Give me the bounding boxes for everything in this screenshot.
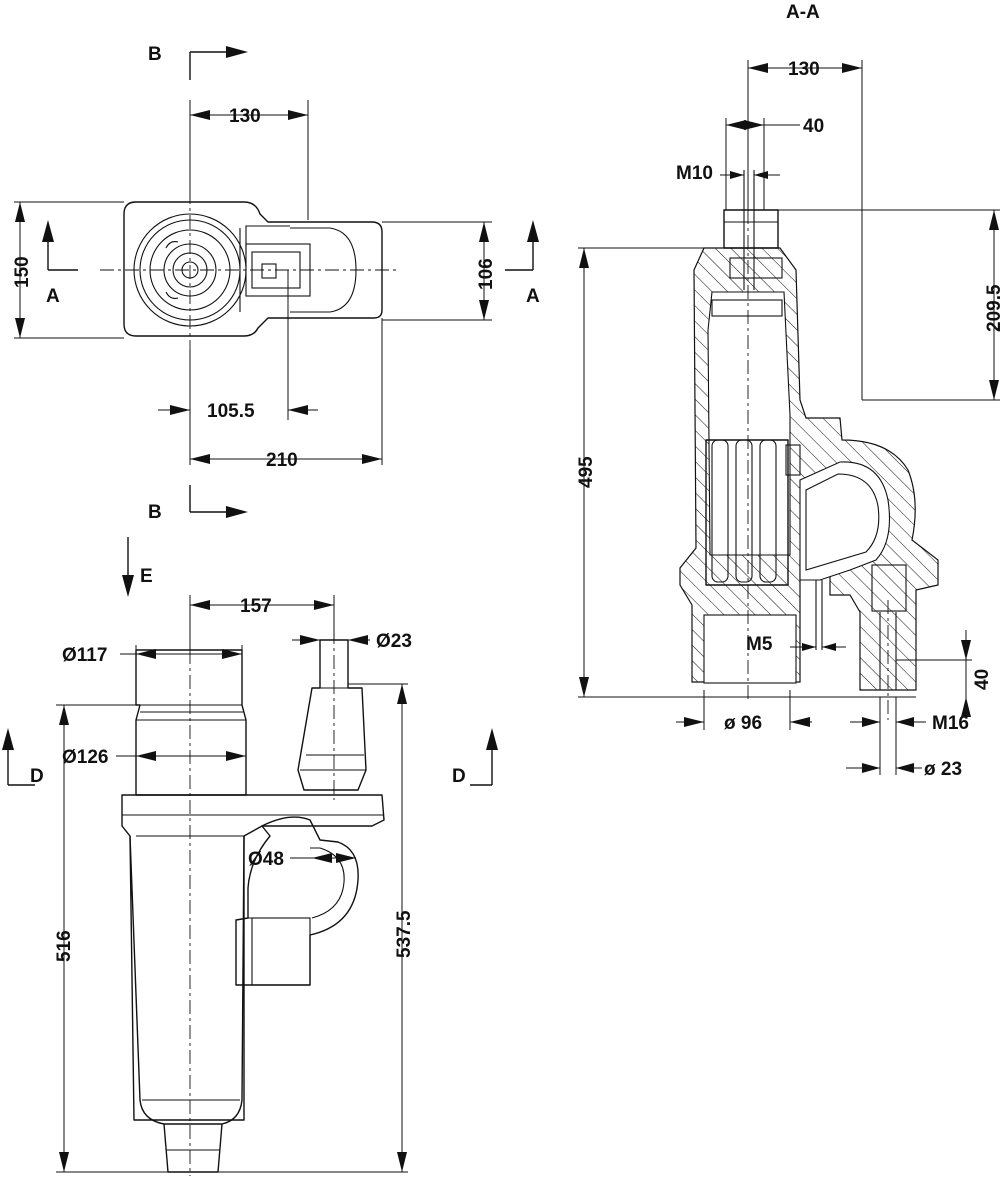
dim-top-106: 106 [382, 221, 497, 321]
dim-front-157: 157 [189, 595, 335, 650]
dim-front-d126-label: Ø126 [62, 747, 108, 768]
dim-front-157-label: 157 [240, 596, 272, 617]
dim-aa-209-5-label: 209.5 [984, 284, 1000, 332]
section-view-aa: 130 40 M10 209.5 [576, 59, 1000, 780]
dim-top-210: 210 [189, 318, 383, 471]
top-view-outline [123, 201, 383, 337]
front-view: 157 Ø117 Ø23 Ø126 [54, 595, 415, 1176]
dim-top-130-label: 130 [229, 106, 261, 127]
label-d-right: D [452, 766, 466, 787]
dim-front-d48-label: Ø48 [248, 849, 284, 870]
dim-top-130: 130 [189, 100, 309, 220]
dim-front-537-5-label: 537.5 [394, 910, 415, 958]
dim-top-106-label: 106 [476, 258, 497, 290]
dim-front-516: 516 [54, 704, 168, 1173]
dim-front-d117: Ø117 [62, 645, 243, 666]
section-indicator-b-bottom: B [148, 485, 248, 523]
section-indicator-d-right: D [452, 728, 498, 787]
dim-aa-m5: M5 [746, 634, 846, 655]
label-e: E [140, 566, 153, 587]
section-indicator-b-top: B [148, 44, 248, 80]
section-hatched-body [679, 247, 939, 691]
dim-front-d126: Ø126 [62, 747, 246, 768]
dim-top-105-5: 105.5 [158, 270, 318, 422]
dim-aa-130: 130 [747, 59, 863, 400]
view-indicator-e: E [122, 537, 153, 597]
label-b-top: B [148, 44, 162, 65]
section-top-terminal [711, 170, 783, 317]
section-indicator-d-left: D [2, 728, 44, 787]
dim-aa-m10: M10 [676, 163, 780, 184]
label-a-right: A [526, 286, 540, 307]
dim-aa-40-top-label: 40 [803, 116, 824, 137]
dim-aa-495: 495 [576, 247, 916, 698]
dim-top-150: 150 [12, 201, 124, 339]
dim-aa-m16-label: M16 [932, 713, 969, 734]
dim-front-d23-label: Ø23 [376, 631, 412, 652]
section-internal-ribs [705, 439, 801, 586]
top-view: 130 150 106 105.5 [12, 100, 497, 471]
dim-aa-40-bottom-label: 40 [972, 669, 993, 690]
dim-top-210-label: 210 [266, 450, 298, 471]
dim-aa-m16: M16 [850, 697, 969, 775]
dim-top-150-label: 150 [12, 256, 33, 288]
dim-aa-130-label: 130 [788, 59, 820, 80]
front-view-outline [121, 639, 385, 1173]
section-indicator-a-left: A [42, 220, 78, 307]
dim-aa-d96-label: ø 96 [724, 713, 762, 734]
dim-aa-495-label: 495 [576, 456, 597, 488]
section-title-aa: A-A [786, 2, 820, 23]
dim-aa-d96: ø 96 [676, 690, 812, 734]
dim-top-105-5-label: 105.5 [207, 401, 255, 422]
label-d-left: D [30, 766, 44, 787]
dim-aa-209-5: 209.5 [778, 209, 1000, 401]
dim-aa-m10-label: M10 [676, 163, 713, 184]
dim-front-d117-label: Ø117 [62, 645, 107, 666]
section-indicator-a-right: A [505, 220, 540, 307]
dim-front-d23: Ø23 [292, 631, 412, 652]
dim-aa-40-bottom: 40 [896, 630, 993, 717]
dim-front-516-label: 516 [54, 930, 75, 962]
section-bottom-terminal [815, 564, 907, 690]
dim-aa-d23: ø 23 [846, 759, 962, 780]
dim-aa-m5-label: M5 [746, 634, 773, 655]
dim-front-537-5: 537.5 [218, 683, 415, 1173]
label-b-bottom: B [148, 502, 162, 523]
label-a-left: A [46, 286, 60, 307]
dim-front-d48: Ø48 [248, 849, 356, 870]
dim-aa-40-top: 40 [725, 116, 824, 210]
dim-aa-d23-label: ø 23 [924, 759, 962, 780]
